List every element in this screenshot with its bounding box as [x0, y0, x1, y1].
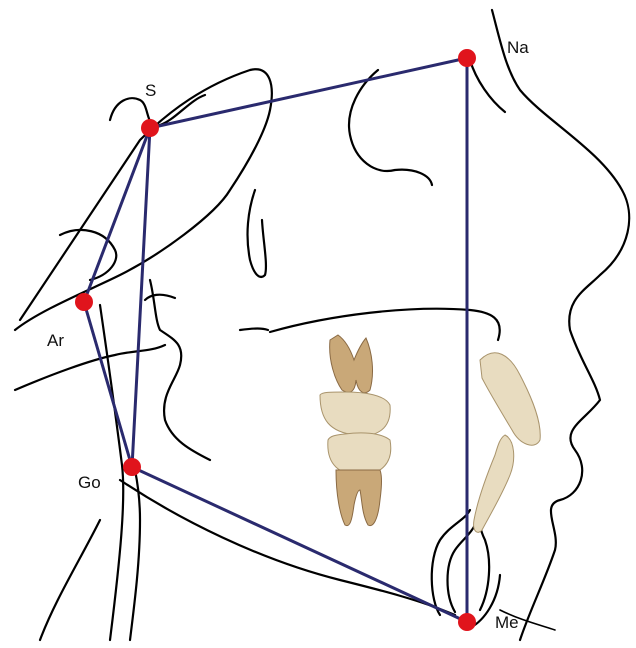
- landmark-Ar: [75, 293, 93, 311]
- landmark-Go: [123, 458, 141, 476]
- lower-incisor: [474, 435, 514, 532]
- upper-molar: [320, 335, 390, 436]
- label-Na: Na: [507, 38, 529, 57]
- landmark-Na: [458, 49, 476, 67]
- cephalometric-lines: [84, 58, 467, 622]
- landmark-Me: [458, 613, 476, 631]
- label-Ar: Ar: [47, 331, 64, 350]
- line-Go-Me: [132, 467, 467, 622]
- label-S: S: [145, 81, 156, 100]
- upper-incisor: [480, 353, 540, 445]
- skull-outline: [15, 10, 629, 640]
- landmark-points: [75, 49, 476, 631]
- line-S-Na: [150, 58, 467, 128]
- lower-molar: [328, 433, 391, 526]
- label-Me: Me: [495, 613, 519, 632]
- line-Ar-Go: [84, 302, 132, 467]
- landmark-S: [141, 119, 159, 137]
- label-Go: Go: [78, 473, 101, 492]
